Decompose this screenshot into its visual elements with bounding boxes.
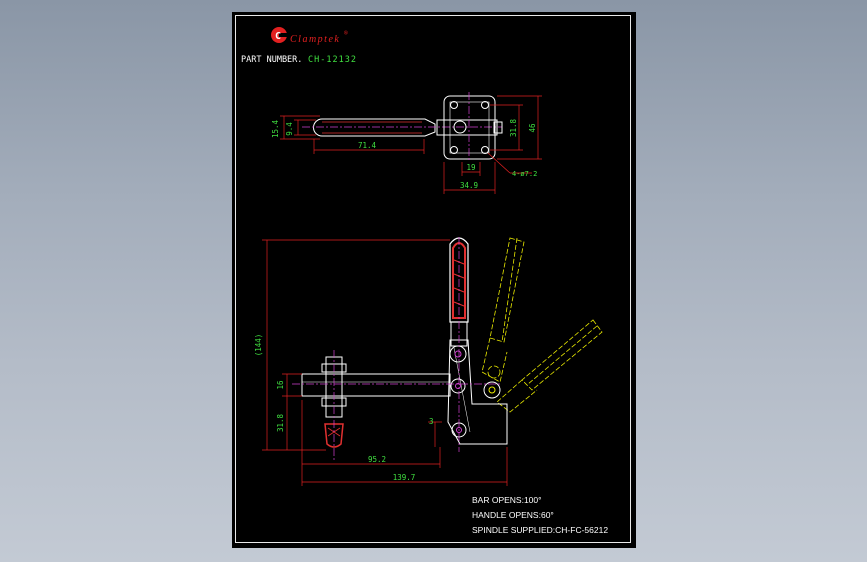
dim-15-4: 15.4 [271,119,280,138]
dim-46: 46 [528,123,537,133]
dim-139-7: 139.7 [393,473,416,482]
dim-34-9: 34.9 [460,181,478,190]
brand-name: Clamptek [290,34,340,45]
part-number-value: CH-12132 [308,55,357,65]
note-spindle: SPINDLE SUPPLIED:CH-FC-56212 [472,525,608,535]
drawing-sheet: C Clamptek ® PART NUMBER. CH-12132 [232,12,636,548]
note-handle-opens: HANDLE OPENS:60° [472,510,554,520]
dim-144: (144) [254,334,263,357]
dim-71-4: 71.4 [358,141,377,150]
drawing-canvas: C Clamptek ® PART NUMBER. CH-12132 [241,27,608,535]
dim-31-8: 31.8 [509,118,518,137]
dim-19: 19 [466,163,475,172]
top-view: 15.4 9.4 71.4 19 34.9 31.8 46 4-ø7.2 [271,92,542,194]
note-bar-opens: BAR OPENS:100° [472,495,542,505]
brand-logo: C Clamptek ® [271,27,348,45]
side-view: (144) 16 31.8 3 95.2 139.7 [254,237,603,486]
dim-holes: 4-ø7.2 [512,170,537,178]
part-number-label: PART NUMBER. [241,55,302,65]
dim-9-4: 9.4 [285,122,294,136]
drawing-border [235,15,631,543]
logo-letter: C [275,31,281,42]
dim-95-2: 95.2 [368,455,386,464]
dim-31-8-side: 31.8 [276,413,285,432]
brand-mark: ® [344,30,348,37]
dim-3: 3 [429,417,434,426]
dim-16: 16 [276,380,285,390]
